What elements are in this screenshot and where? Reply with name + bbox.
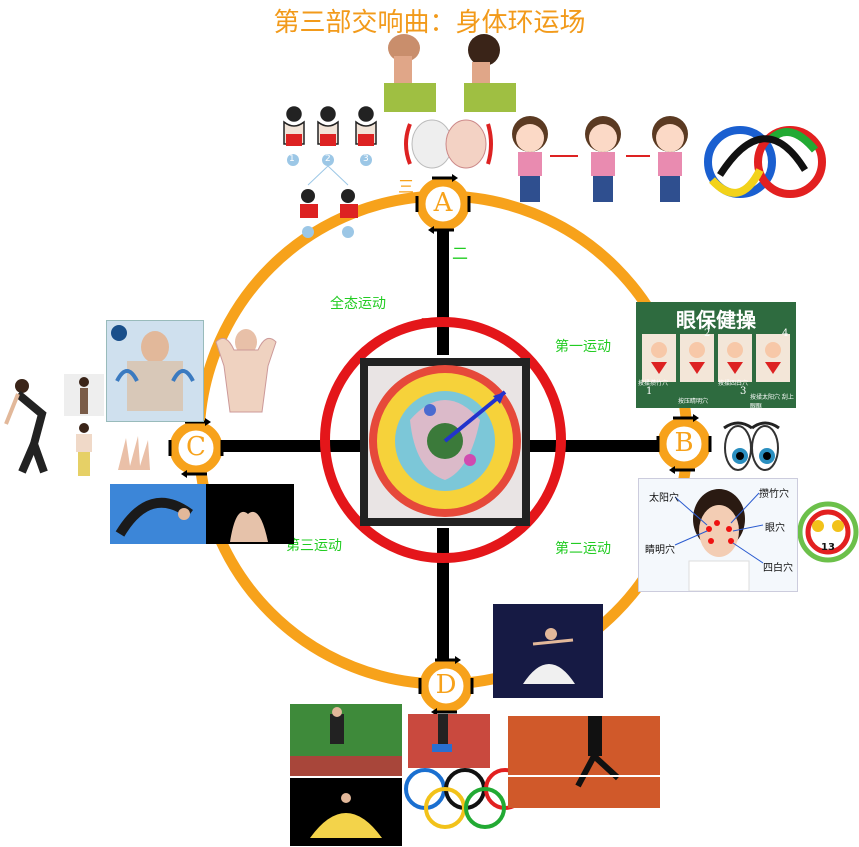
eye-caption-2: 按压睛明穴 bbox=[678, 398, 709, 405]
acupoint-yanxue: 眼穴 bbox=[765, 523, 785, 534]
muscle-back-illustration bbox=[206, 322, 286, 418]
arm-left bbox=[205, 440, 361, 452]
track-feet-photo bbox=[408, 714, 490, 768]
label-whole-motion: 全态运动 bbox=[330, 296, 386, 312]
acupoint-taiyang: 太阳穴 bbox=[649, 493, 679, 504]
dancer-photo bbox=[493, 604, 603, 698]
node-d-ring bbox=[418, 656, 474, 716]
shoulder-exercise-photo bbox=[106, 320, 204, 422]
eye-badge-number: 13 bbox=[821, 542, 835, 553]
node-c-label: C bbox=[186, 432, 206, 462]
eye-exercise-chart: 眼保健操 1 2 3 4 按揉攒竹穴 按压睛明穴 按揉四白穴 按揉太阳穴 bbox=[636, 302, 796, 408]
arm-right bbox=[527, 440, 685, 452]
runner-road-photo bbox=[290, 704, 402, 776]
infinity-logo bbox=[704, 126, 826, 198]
eye-step-3: 3 bbox=[740, 386, 747, 397]
sprinter-photo bbox=[508, 716, 660, 808]
yellow-dance-photo bbox=[290, 778, 402, 846]
node-d-label: D bbox=[435, 670, 457, 700]
label-first-motion: 第一运动 bbox=[555, 339, 611, 355]
center-painting bbox=[360, 358, 530, 526]
acupoint-face-photo: 太阳穴 攒竹穴 眼穴 睛明穴 四白穴 bbox=[638, 478, 798, 592]
mark-one: 一 bbox=[421, 310, 438, 329]
step-number-1: 1 bbox=[289, 154, 295, 164]
inner-ring bbox=[320, 317, 566, 563]
arm-bottom bbox=[437, 528, 449, 678]
node-c-ring bbox=[168, 418, 224, 478]
label-second-motion: 第二运动 bbox=[555, 541, 611, 557]
small-stretch-photo bbox=[64, 374, 104, 416]
node-a-label: A bbox=[433, 188, 453, 218]
head-tilt-illustration bbox=[402, 114, 494, 174]
eye-exercise-title: 眼保健操 bbox=[676, 308, 756, 332]
step-number-2: 2 bbox=[325, 154, 331, 164]
hands-photo bbox=[112, 430, 166, 476]
node-a-ring bbox=[415, 174, 471, 234]
step-number-3: 3 bbox=[363, 154, 369, 164]
arm-stretch-photo bbox=[110, 484, 208, 544]
eye-step-4: 4 bbox=[782, 328, 789, 339]
olympic-rings bbox=[404, 768, 526, 829]
mark-two: 二 bbox=[452, 244, 469, 263]
eye-caption-4: 按揉太阳穴 刮上眼眶 bbox=[750, 394, 794, 408]
acupoint-jingming: 睛明穴 bbox=[645, 545, 675, 556]
side-stretch-woman-photo bbox=[4, 374, 62, 474]
cartoon-girls bbox=[508, 112, 698, 212]
node-b-label: B bbox=[674, 428, 694, 458]
eye-caption-1: 按揉攒竹穴 bbox=[638, 380, 669, 387]
acupoint-zanzhu: 攒竹穴 bbox=[759, 489, 789, 500]
acupoint-sibai: 四白穴 bbox=[763, 563, 793, 574]
cartoon-eyes bbox=[723, 421, 780, 471]
page-title: 第三部交响曲：身体环运场 bbox=[273, 8, 586, 38]
node-b-ring bbox=[656, 414, 712, 474]
eye-badge bbox=[797, 501, 859, 563]
eye-step-2: 2 bbox=[704, 328, 711, 339]
palms-photo bbox=[206, 484, 294, 544]
label-third-motion: 第三运动 bbox=[286, 538, 342, 554]
neck-stretch-photo bbox=[372, 28, 524, 112]
neck-steps-diagram bbox=[280, 100, 390, 240]
twist-pose-photo bbox=[64, 420, 104, 478]
mark-three: 三 bbox=[398, 177, 415, 196]
eye-caption-3: 按揉四白穴 bbox=[718, 380, 749, 387]
eye-step-1: 1 bbox=[646, 386, 653, 397]
